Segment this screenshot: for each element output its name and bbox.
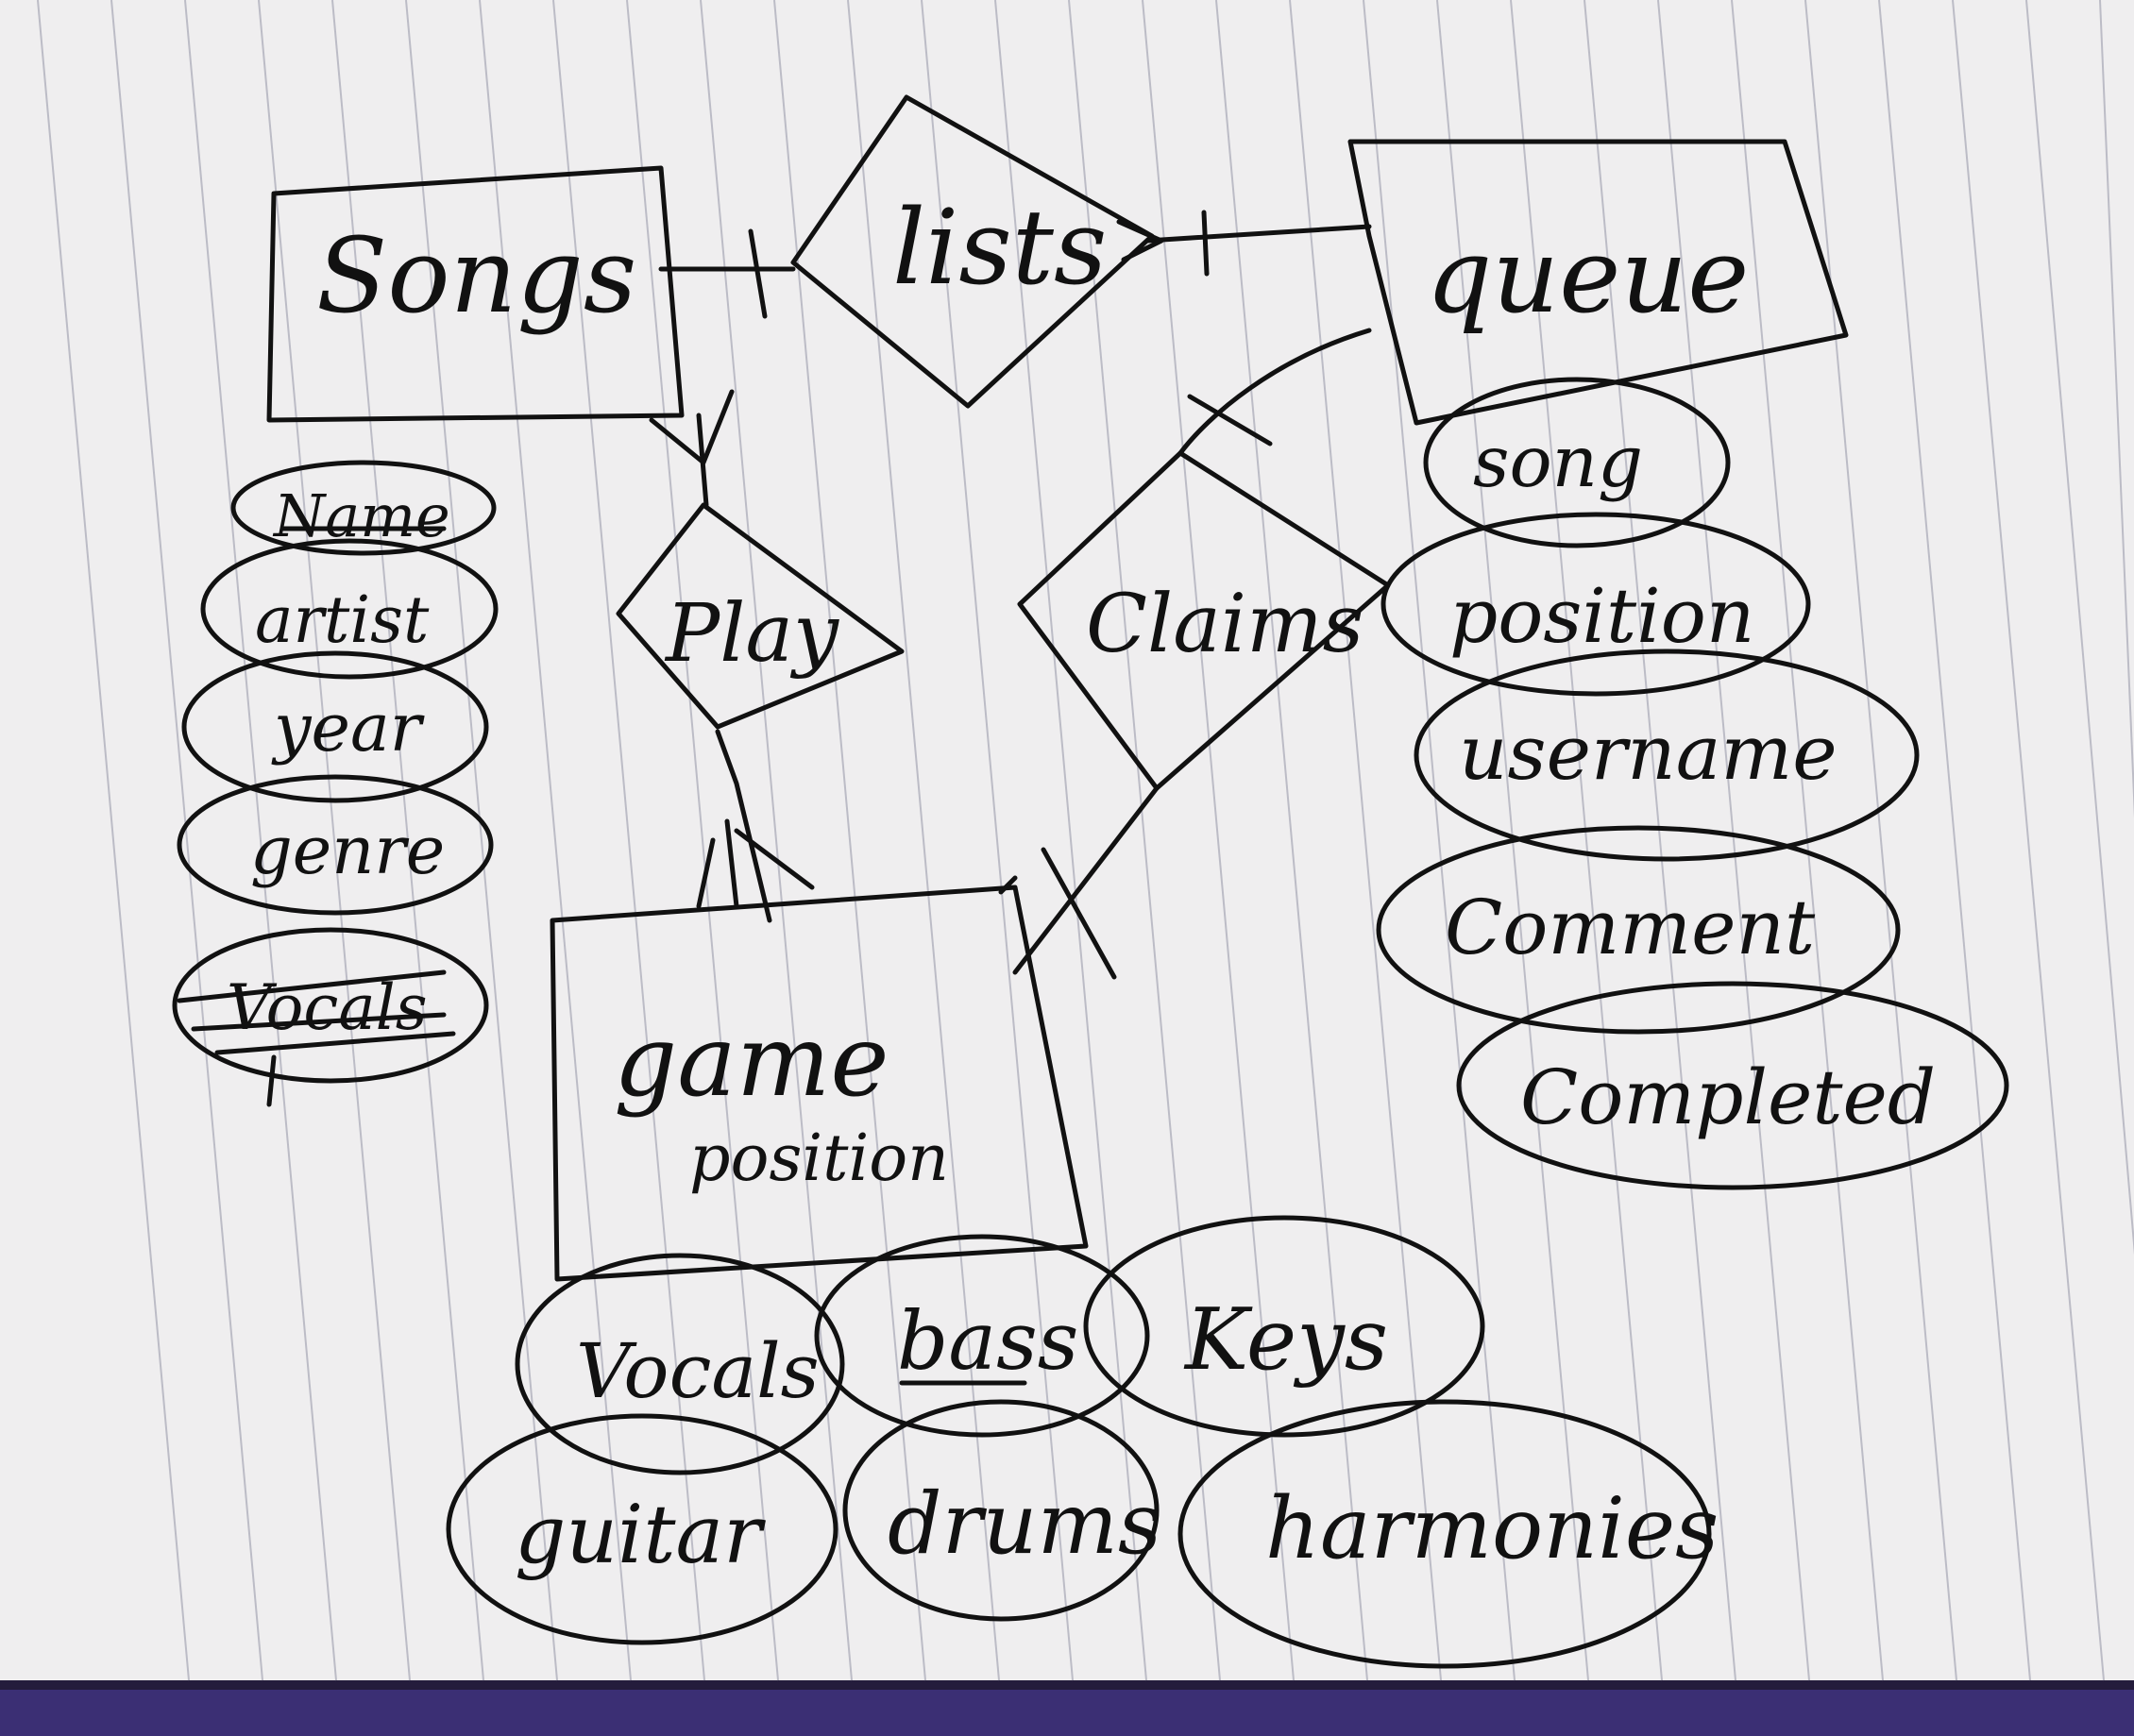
attr-completed-oval [1456,981,2009,1190]
play-relationship-diamond [616,502,905,730]
ruled-line [1952,0,2105,1681]
attr-position-label: position [1449,572,1754,660]
attr-completed-label: Completed [1520,1053,1936,1141]
ruled-line [110,0,263,1681]
claims-relationship-label: Claims [1086,578,1363,671]
lists-queue-one-tick [1201,210,1210,277]
lists-arrowhead [1116,219,1164,262]
attr-vocals-oval [515,1253,845,1475]
ruled-line [626,0,779,1681]
ruled-line [552,0,705,1681]
attr-harmonies-oval [1177,1399,1712,1669]
attr-position-oval [1380,512,1811,697]
attr-name-oval [230,460,497,556]
queue-entity-label: queue [1426,215,1749,336]
lists-relationship-label: lists [892,187,1107,308]
queue-claims-one-tick [1187,394,1273,447]
attr-vocals-struck-label: Vocals [227,971,428,1044]
notebook-page [0,0,2134,1680]
slash-mark [998,875,1018,895]
attr-guitar-oval [446,1413,838,1645]
attr-drums-oval [842,1399,1160,1622]
lists-queue-connector [1144,224,1372,244]
ruled-line [258,0,411,1681]
ruled-line [773,0,926,1681]
attr-song-label: song [1473,420,1643,503]
attr-username-label: username [1459,709,1838,797]
game-position-entity-box [550,885,1089,1282]
attr-bass-oval [814,1234,1150,1438]
ruled-line [1215,0,1368,1681]
attr-harmonies-label: harmonies [1265,1479,1719,1578]
claims-game-one-tick [1041,847,1117,980]
ruled-line [1657,0,1810,1681]
ruled-line [184,0,337,1681]
ruled-line [1584,0,1736,1681]
attr-guitar-label: guitar [515,1489,766,1582]
songs-lists-one-tick [748,228,768,319]
ruled-line [331,0,484,1681]
attr-bass-label: bass [897,1295,1078,1389]
ruled-line [479,0,632,1681]
attr-artist-oval [200,538,499,680]
attr-keys-label: Keys [1183,1290,1388,1390]
attr-comment-oval [1376,825,1901,1035]
play-game-crowsfoot [696,818,815,909]
ruled-line [847,0,1000,1681]
ruled-line [2099,0,2134,818]
queue-claims-connector [1177,328,1372,456]
attr-keys-oval [1083,1215,1485,1438]
ruled-line [700,0,853,1681]
ruled-line [405,0,558,1681]
ruled-line [921,0,1074,1681]
songs-play-crowsfoot [649,389,735,465]
songs-entity-box [266,165,685,423]
songs-entity-label: Songs [316,215,636,336]
attr-song-oval [1423,377,1731,548]
attr-artist-label: artist [255,583,430,658]
attr-genre-label: genre [250,812,445,889]
attr-genre-oval [177,774,494,916]
attr-year-label: year [271,689,425,767]
attr-username-oval [1414,649,1920,862]
game-entity-label: game [614,1003,889,1119]
play-game-connector [715,729,772,923]
ruled-line [1068,0,1221,1681]
play-relationship-label: Play [664,587,839,681]
queue-entity-box [1347,139,1849,426]
ruled-line [994,0,1147,1681]
ruled-line [1878,0,2031,1681]
ruled-line [1363,0,1516,1681]
attr-vocals-struck-oval [172,927,489,1084]
claims-game-connector [1012,785,1160,975]
attr-comment-label: Comment [1445,884,1816,971]
vocals-strikethrough [177,969,456,1107]
ruled-line [1510,0,1663,1681]
attr-drums-label: drums [888,1475,1161,1574]
attr-year-oval [181,650,489,803]
attr-name-label: Name [272,481,450,550]
position-entity-label: position [689,1121,949,1196]
ruled-line [1142,0,1295,1681]
attr-vocals-label: Vocals [576,1327,820,1415]
device-bezel-glow [0,1690,2134,1736]
ruled-line [37,0,190,1681]
ruled-line [2025,0,2134,1256]
